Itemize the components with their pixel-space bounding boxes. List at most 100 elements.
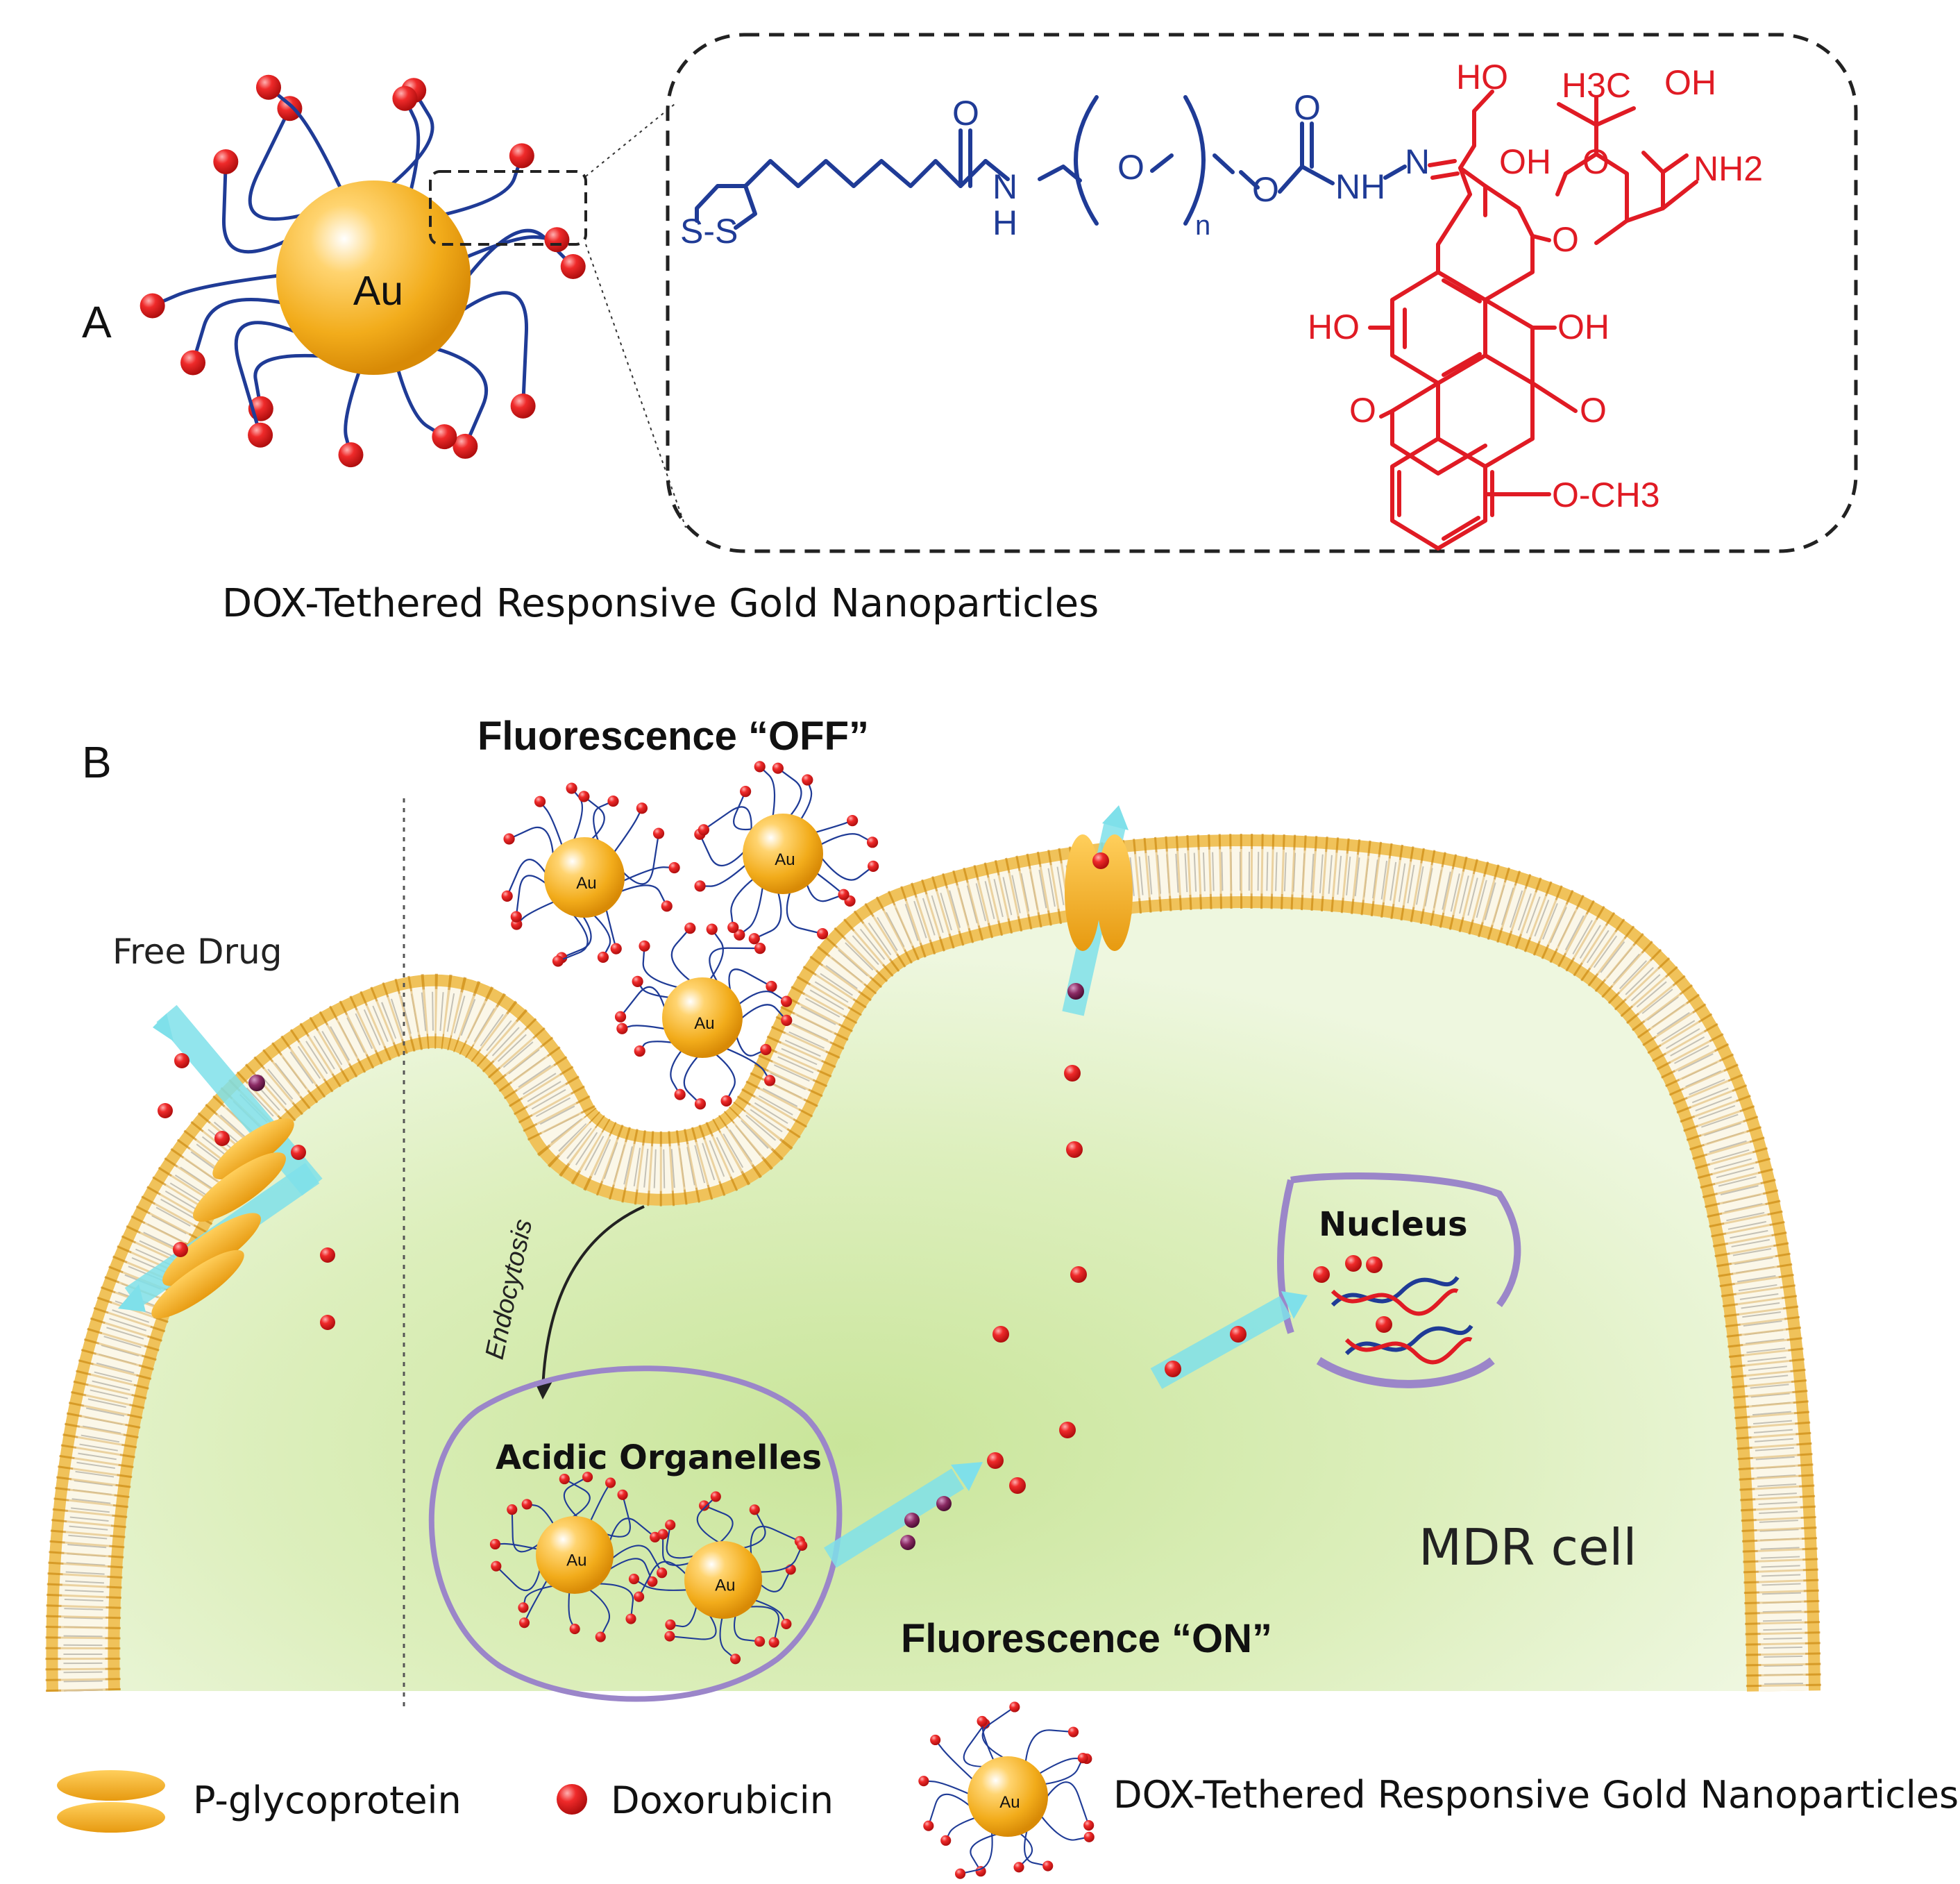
- linker-chain: [805, 881, 845, 902]
- dox-molecule: [560, 254, 586, 280]
- linker-chain: [394, 362, 446, 439]
- linker-chain: [777, 767, 802, 819]
- dox-molecule: [652, 827, 665, 839]
- linker-chain: [713, 1051, 736, 1102]
- chem-oh-quat: OH: [1499, 142, 1551, 181]
- pgp-top-b: [1097, 834, 1133, 951]
- dox-molecule: [797, 1540, 808, 1551]
- dox-molecule: [727, 921, 739, 934]
- dox-molecule: [754, 943, 766, 954]
- dox-molecule: [674, 1088, 686, 1100]
- linker-chain: [703, 806, 752, 837]
- dox-molecule: [780, 995, 793, 1007]
- au-label: Au: [775, 850, 795, 869]
- dox-molecule: [940, 1835, 952, 1846]
- dox-molecule: [578, 791, 590, 802]
- linker-chain: [616, 884, 668, 907]
- dox-molecule: [699, 1500, 710, 1511]
- chem-ester-o: O: [1252, 170, 1279, 209]
- linker-chain: [786, 889, 823, 935]
- chem-quinone-o-left: O: [1349, 391, 1376, 430]
- nucleus-envelope-bottom: [1316, 1356, 1495, 1388]
- chem-ether-o: O: [1117, 148, 1144, 187]
- fluorescence-off-label: Fluorescence “OFF”: [478, 714, 869, 759]
- dox-molecule: [552, 955, 564, 967]
- dox-molecule: [710, 1491, 721, 1502]
- free-drug-label: Free Drug: [112, 932, 282, 972]
- chem-nh: NH: [1335, 167, 1385, 206]
- efflux-arrow-1: [156, 1004, 323, 1196]
- dox-molecule: [510, 393, 536, 419]
- dox-molecule: [923, 1820, 934, 1831]
- dox-molecule: [657, 1529, 668, 1540]
- panel-a-caption: DOX-Tethered Responsive Gold Nanoparticl…: [222, 581, 1099, 626]
- linker-chain: [945, 1816, 979, 1842]
- pgp-left-a: [212, 1118, 294, 1180]
- linker-chain: [728, 968, 772, 997]
- pgp-top-pump: [1062, 805, 1133, 1016]
- linker-bonds: [695, 95, 1407, 230]
- linker-chain: [344, 364, 364, 455]
- zoom-line-top: [585, 103, 675, 177]
- dox-molecule: [734, 929, 745, 941]
- dox-molecule: [668, 861, 680, 874]
- dox-molecule: [816, 928, 829, 940]
- dox-molecule: [534, 796, 546, 807]
- dox-molecule: [698, 824, 709, 836]
- dox-molecule: [802, 774, 813, 786]
- dox-molecule: [1042, 1860, 1054, 1872]
- chem-nh2: NH2: [1693, 149, 1763, 188]
- chem-hydrazone-n: N: [1405, 142, 1430, 181]
- dox-molecule: [491, 1561, 502, 1572]
- dox-molecule: [607, 795, 619, 807]
- endocytosis-arrow: [541, 1205, 645, 1390]
- linker-chain: [738, 884, 764, 936]
- dox-molecule: [866, 836, 879, 848]
- linker-chain: [699, 833, 748, 867]
- linker-chain: [516, 900, 557, 925]
- dox-molecule: [657, 1567, 668, 1579]
- dox-molecule: [729, 1654, 741, 1665]
- dox-molecule: [248, 422, 273, 448]
- dox-molecule: [720, 1095, 732, 1107]
- dox-molecule: [634, 1591, 645, 1602]
- dox-molecule: [748, 933, 760, 945]
- legend-nanoparticle-label: DOX-Tethered Responsive Gold Nanoparticl…: [1113, 1773, 1959, 1817]
- linker-chain: [818, 833, 874, 847]
- dox-molecule: [868, 860, 879, 872]
- dox-molecule: [503, 833, 515, 845]
- linker-chain: [818, 854, 875, 881]
- dox-molecule: [754, 1636, 766, 1647]
- legend-pgp-icon: [57, 1770, 165, 1833]
- dox-molecule: [518, 1602, 529, 1613]
- linker-chain: [1038, 1813, 1090, 1841]
- gold-core: [544, 837, 625, 918]
- panel-b-label: B: [82, 737, 112, 787]
- pgp-left-pump: [118, 1004, 335, 1330]
- linker-chain: [620, 866, 675, 883]
- linker-chain: [798, 779, 813, 823]
- dox-molecule: [501, 890, 513, 902]
- release-arrow: [824, 1468, 964, 1568]
- dox-molecule: [625, 1613, 636, 1624]
- chem-methoxy: O-CH3: [1552, 476, 1660, 514]
- efflux-arrowhead-1: [153, 1014, 174, 1041]
- dna-helix: [1330, 1276, 1473, 1365]
- structure-callout-box: [666, 33, 1858, 553]
- linker-chain: [611, 807, 643, 855]
- dox-molecule: [489, 1538, 501, 1550]
- dox-molecule: [1077, 1752, 1088, 1764]
- dox-molecule: [1083, 1831, 1095, 1842]
- chem-ho-top: HO: [1456, 58, 1508, 96]
- nucleus-envelope-top: [1290, 1172, 1521, 1307]
- dox-molecule: [616, 1023, 628, 1034]
- dox-molecule: [544, 227, 570, 253]
- linker-chain: [591, 912, 611, 958]
- dox-molecule: [754, 761, 766, 773]
- chem-h3c: H3C: [1562, 66, 1631, 105]
- dox-molecule: [918, 1776, 929, 1787]
- chem-ho-left: HO: [1308, 308, 1360, 346]
- linker-chain: [736, 991, 788, 1007]
- free-drug-dots: [158, 1053, 335, 1330]
- dox-molecule: [665, 1520, 676, 1531]
